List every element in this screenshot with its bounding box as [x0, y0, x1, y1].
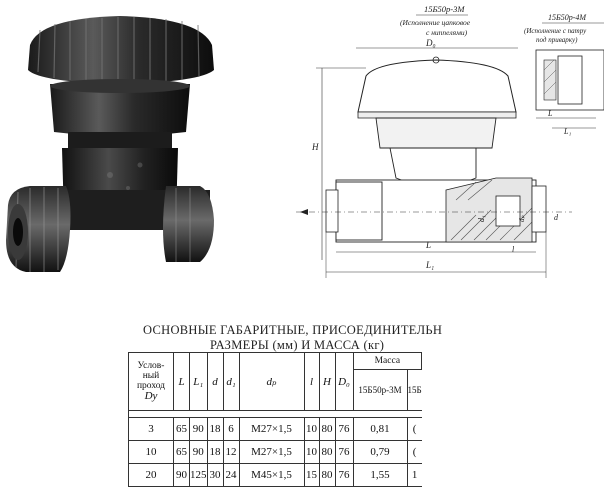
table-title-line2: РАЗМЕРЫ (мм) И МАССА (кг) — [210, 338, 385, 352]
label-15b50r-3m: 15Б50р-3М — [424, 4, 465, 14]
valve-photograph — [6, 16, 214, 272]
dim-dp: dₚ — [518, 216, 526, 223]
svg-text:L₁: L₁ — [563, 127, 571, 136]
dim-d: d — [554, 213, 559, 222]
dim-h: H — [311, 142, 319, 152]
col-header-massa-4m: 15Б — [406, 369, 422, 411]
label-left-note-1: (Исполнение цапковое — [400, 18, 471, 27]
label-15b50r-4m: 15Б50р-4М — [548, 13, 587, 22]
dim-d0: D₀ — [425, 38, 436, 48]
spec-table: Услов- ный проход Dу L L₁ d d₁ dₚ l H D₀… — [127, 352, 423, 487]
col-header-dp: dₚ — [238, 352, 305, 411]
dim-l: l — [512, 245, 515, 254]
technical-drawing: 15Б50р-3М (Исполнение цапковое с ниппеля… — [296, 4, 604, 278]
table-title: ОСНОВНЫЕ ГАБАРИТНЫЕ, ПРИСОЕДИНИТЕЛЬН РАЗ… — [143, 323, 443, 353]
label-right-note-2: под приварку) — [536, 36, 578, 44]
col-header-l1: L₁ — [189, 352, 208, 411]
table-title-line1: ОСНОВНЫЕ ГАБАРИТНЫЕ, ПРИСОЕДИНИТЕЛЬН — [143, 323, 443, 337]
col-header-l-small: l — [303, 352, 320, 411]
label-right-note-1: (Исполнение с патру — [524, 27, 587, 35]
dim-d1: d₁ — [477, 215, 486, 222]
label-left-note-2: с ниппелями) — [426, 28, 468, 37]
col-header-dy: Услов- ный проход Dу — [128, 352, 174, 411]
col-header-h: H — [318, 352, 336, 411]
svg-text:L: L — [547, 109, 553, 118]
dim-l-length: L — [425, 240, 431, 250]
col-header-d1: d₁ — [222, 352, 240, 411]
col-header-l: L — [173, 352, 190, 411]
col-header-massa: Масса — [352, 352, 423, 370]
col-header-d: d — [206, 352, 224, 411]
col-header-d0: D₀ — [334, 352, 354, 411]
dim-l1-length: L₁ — [425, 260, 434, 270]
col-header-massa-3m: 15Б50р-3М — [352, 369, 408, 411]
